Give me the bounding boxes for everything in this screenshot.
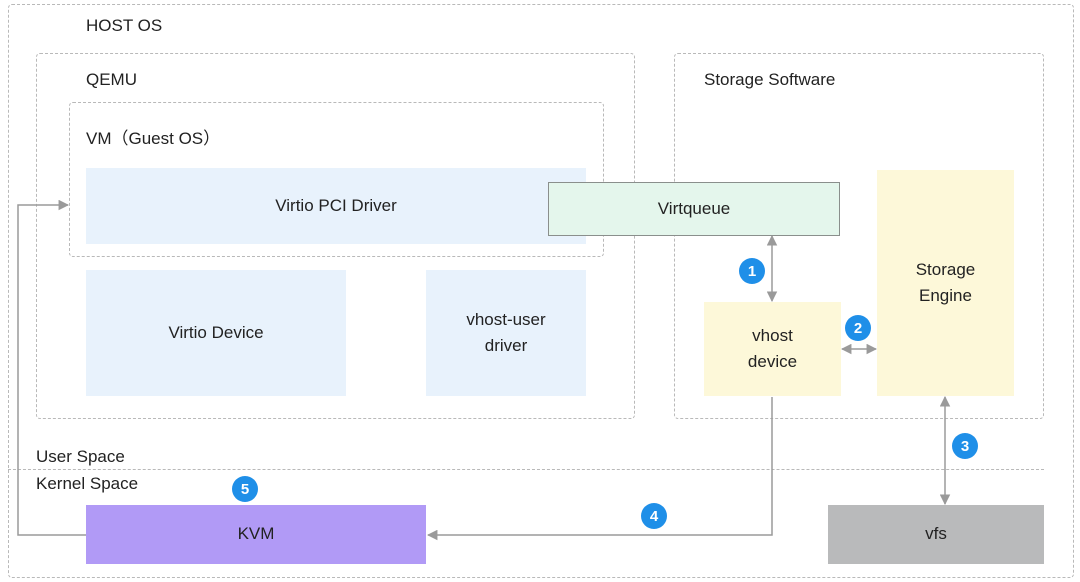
qemu-label: QEMU [86,70,137,89]
step-badge-3: 3 [952,433,978,459]
user-space-label: User Space [36,447,125,466]
kernel-space-label: Kernel Space [36,474,139,493]
kvm-box: KVM [86,505,426,564]
vm-label: VM（Guest OS） [86,129,221,148]
virtqueue-box: Virtqueue [548,182,840,236]
host-os-label: HOST OS [86,16,163,35]
step-badge-5: 5 [232,476,258,502]
virtio-pci-driver-box: Virtio PCI Driver [86,168,586,244]
step-badge-1: 1 [739,258,765,284]
virtio-device-box: Virtio Device [86,270,346,396]
vm-frame [69,102,604,257]
storage-engine-box: Storage Engine [877,170,1014,396]
step-badge-2: 2 [845,315,871,341]
host-os-frame [8,4,1074,578]
storage-software-label: Storage Software [704,70,836,89]
vfs-box: vfs [828,505,1044,564]
vhost-user-driver-box: vhost-user driver [426,270,586,396]
user-kernel-divider [8,469,1044,470]
step-badge-4: 4 [641,503,667,529]
storage-software-frame [674,53,1044,419]
vhost-device-box: vhost device [704,302,841,396]
